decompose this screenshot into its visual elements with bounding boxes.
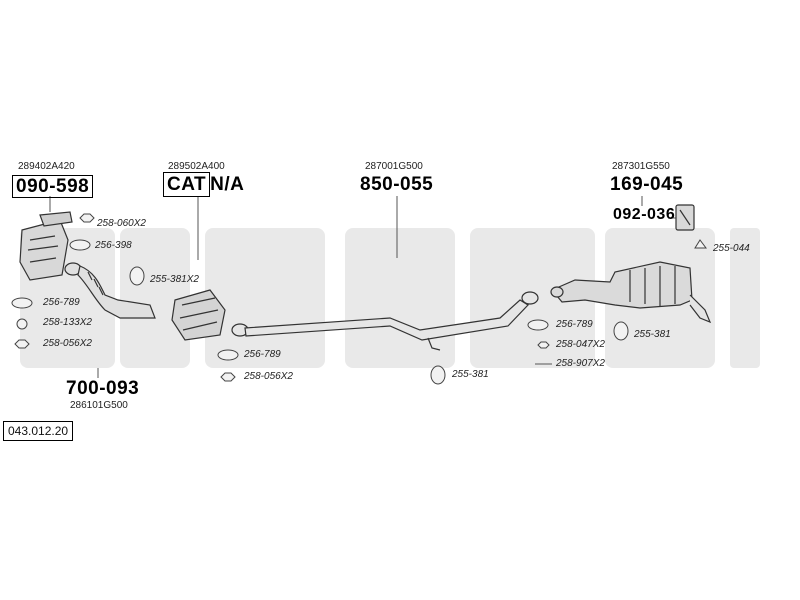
gasket-icon <box>217 349 239 361</box>
heat-shield-part-code[interactable]: 092-036 <box>613 206 676 223</box>
fitting-label[interactable]: 258-056X2 <box>43 338 92 349</box>
fitting-label[interactable]: 255-381 <box>452 369 489 380</box>
rear-muffler-part-code[interactable]: 169-045 <box>610 174 684 195</box>
catalyst-oem-number: 289402A420 <box>18 161 75 172</box>
nut-icon <box>79 213 95 223</box>
nut-icon <box>537 341 550 349</box>
middle-pipe-part-code[interactable]: 850-055 <box>360 174 434 195</box>
fitting-label[interactable]: 256-789 <box>244 349 281 360</box>
diagram-reference: 043.012.20 <box>3 421 74 441</box>
fitting-icons <box>11 213 707 385</box>
fitting-label[interactable]: 255-381 <box>634 329 671 340</box>
fitting-label[interactable]: 255-381X2 <box>150 274 199 285</box>
hanger-icon <box>694 239 707 249</box>
rear-muffler-part <box>550 261 712 324</box>
gasket-icon <box>11 297 33 309</box>
clamp-icon <box>129 266 145 286</box>
catalyst-part <box>19 211 73 281</box>
catalyst-part-code[interactable]: 090-598 <box>12 175 94 198</box>
cat-code-suffix: N/A <box>210 174 245 195</box>
washer-icon <box>16 318 28 330</box>
heat-shield-part <box>675 204 695 231</box>
nut-icon <box>14 339 30 349</box>
fitting-label[interactable]: 258-907X2 <box>556 358 605 369</box>
front-pipe-part <box>64 262 156 319</box>
front-pipe-oem-number: 286101G500 <box>70 400 128 411</box>
gasket-icon <box>527 319 549 331</box>
fitting-label[interactable]: 258-060X2 <box>97 218 146 229</box>
rear-muffler-oem-number: 287301G550 <box>612 161 670 172</box>
cat-oem-number: 289502A400 <box>168 161 225 172</box>
middle-pipe-oem-number: 287001G500 <box>365 161 423 172</box>
clamp-icon <box>430 365 446 385</box>
fitting-label[interactable]: 258-056X2 <box>244 371 293 382</box>
fitting-label[interactable]: 258-133X2 <box>43 317 92 328</box>
fitting-label[interactable]: 256-789 <box>556 319 593 330</box>
fitting-label[interactable]: 258-047X2 <box>556 339 605 350</box>
cat-code-boxed: CAT <box>163 172 211 197</box>
clamp-icon <box>613 321 629 341</box>
fitting-label[interactable]: 255-044 <box>713 243 750 254</box>
front-pipe-part-code[interactable]: 700-093 <box>66 378 140 399</box>
fitting-label[interactable]: 256-789 <box>43 297 80 308</box>
gasket-icon <box>69 239 91 251</box>
cat-converter-part <box>171 289 249 341</box>
nut-icon <box>220 372 236 382</box>
fitting-label[interactable]: 256-398 <box>95 240 132 251</box>
middle-pipe-part <box>244 291 539 351</box>
